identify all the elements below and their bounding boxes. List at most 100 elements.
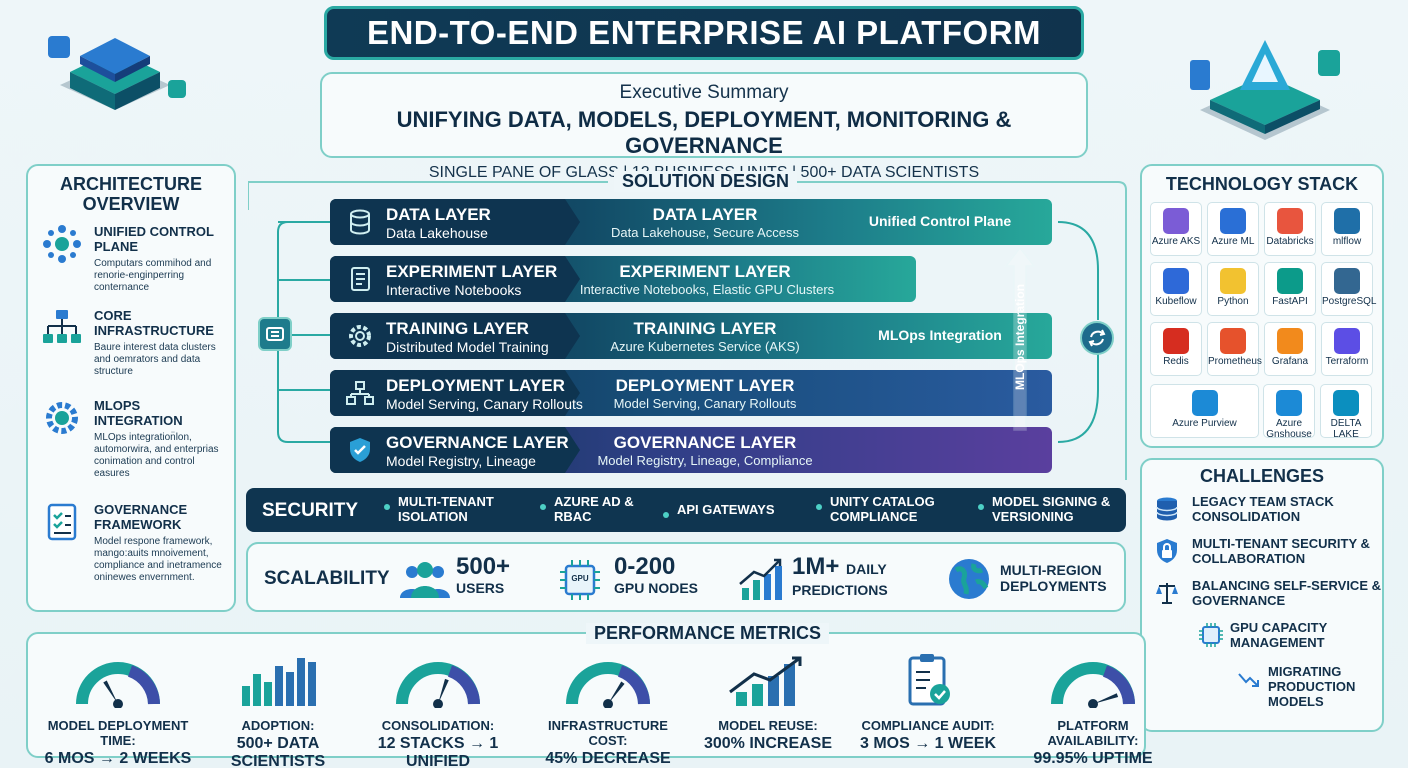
tech-logo-icon [1191,390,1218,416]
scalability-caption: DEPLOYMENTS [1000,578,1107,594]
scalability-gpu: 0-200 GPU NODES [614,553,698,597]
arch-item-mlops: MLOPS INTEGRATION MLOps integration̈lon,… [42,398,232,480]
layer-sub: Interactive Notebooks [386,282,522,298]
gpu-icon [560,560,600,600]
tech-tile: Azure AKS [1150,202,1202,256]
tech-name: Python [1217,296,1249,307]
metric-tile: MODEL DEPLOYMENT TIME: 6 MOS → 2 WEEKS [38,652,198,768]
layer-experiment[interactable]: EXPERIMENT LAYER Interactive Notebooks E… [330,256,916,302]
layer-name: DATA LAYER [386,205,491,224]
layer-name-detail: DATA LAYER [652,205,758,224]
metric-value: 300% INCREASE [703,735,833,752]
growth-chart-icon [729,656,802,706]
tech-name: FastAPI [1272,296,1308,307]
executive-summary-label: Executive Summary [619,82,789,103]
tech-logo-icon [1220,268,1246,294]
layer-sub: Model Serving, Canary Rollouts [386,396,583,412]
metric-tile: COMPLIANCE AUDIT: 3 MOS → 1 WEEK [848,652,1008,753]
security-item: AZURE AD & RBAC [540,494,634,524]
tech-name: Databricks [1266,236,1314,247]
tech-logo-icon [1163,328,1189,354]
security-bar: SECURITY MULTI-TENANT ISOLATION AZURE AD… [246,488,1126,532]
tech-tile: Azure Gnshouse [1263,384,1315,440]
metric-tile: PLATFORM AVAILABILITY:99.95% UPTIME [1013,652,1173,768]
tech-logo-icon [1220,328,1246,354]
arch-item-core-infra: CORE INFRASTRUCTURE Baure interest data … [42,308,232,378]
scalability-value: 0-200 [614,553,676,580]
hierarchy-icon [43,310,81,343]
arch-item-governance: GOVERNANCE FRAMEWORK Model respone frame… [42,502,232,584]
globe-icon [949,559,989,599]
layer-lead-segment [330,256,580,302]
performance-metrics-title: PERFORMANCE METRICS [586,623,830,644]
metric-value: 6 MOS → 2 WEEKS [44,750,192,767]
tech-name: mlflow [1332,236,1362,247]
layer-hub-icon [258,317,292,351]
layer-data[interactable]: DATA LAYER Data Lakehouse DATA LAYER Dat… [330,199,1052,245]
challenge-item: LEGACY TEAM STACK CONSOLIDATION [1154,494,1382,524]
bar-chart-icon [242,658,316,706]
layer-name: GOVERNANCE LAYER [386,433,569,452]
tech-logo-icon [1220,208,1246,234]
migrate-arrows-icon [1238,673,1259,687]
scalability-caption: PREDICTIONS [792,582,888,598]
layer-deployment[interactable]: DEPLOYMENT LAYER Model Serving, Canary R… [330,370,1052,416]
layer-lead-segment [330,427,580,473]
layer-name: DEPLOYMENT LAYER [386,376,565,395]
gear-icon [46,402,78,434]
lock-icon [1157,539,1177,563]
tech-tile: Grafana [1264,322,1316,376]
challenge-item: MULTI-TENANT SECURITY & COLLABORATION [1154,536,1382,566]
layer-sub-detail: Interactive Notebooks, Elastic GPU Clust… [579,282,835,297]
arch-item-desc: Baure interest data clusters and oemrato… [94,342,216,377]
tech-tile: Prometheus [1207,322,1262,376]
challenge-text: BALANCING SELF-SERVICE & GOVERNANCE [1192,578,1381,608]
arch-item-heading: MLOPS INTEGRATION [94,398,183,428]
growth-chart-icon [739,558,782,600]
server-stack-illustration [48,36,186,110]
notebook-icon [351,267,370,291]
metric-label: COMPLIANCE AUDIT: [861,718,995,733]
layer-name-detail: GOVERNANCE LAYER [613,433,797,452]
layer-lead-segment [330,313,580,359]
tech-name: Kubeflow [1155,296,1197,307]
technology-stack-title: TECHNOLOGY STACK [1165,174,1359,194]
tech-name: Prometheus [1208,356,1262,367]
arch-item-desc: Computars commihod and renorie-enginperr… [94,258,212,293]
metric-label: CONSOLIDATION: [381,718,495,733]
scalability-caption: USERS [456,580,505,596]
tech-tile: Databricks [1264,202,1316,256]
stack-icon [1156,497,1178,521]
tech-tile: Python [1207,262,1259,316]
scalability-value: 500+ [456,553,511,580]
metric-label: MODEL DEPLOYMENT TIME: [47,718,189,748]
technology-stack-panel: TECHNOLOGY STACK Azure AKS Azure ML Databr… [1140,164,1384,448]
tech-name: Grafana [1271,356,1309,367]
challenges-panel: CHALLENGES LEGACY TEAM STACK CONSOLIDATI… [1140,458,1384,732]
metric-label: MODEL REUSE: [718,718,818,733]
layer-governance[interactable]: GOVERNANCE LAYER Model Registry, Lineage… [330,427,1052,473]
security-item: MULTI-TENANT ISOLATION [384,494,518,524]
tech-logo-icon [1333,390,1359,416]
challenge-item: BALANCING SELF-SERVICE & GOVERNANCE [1154,578,1382,608]
tech-logo-icon [1277,268,1303,294]
tech-tile: PostgreSQL [1321,262,1376,316]
tech-name: Azure ML [1211,236,1255,247]
deploy-icon [346,381,374,405]
tech-tile: Azure Purview [1150,384,1259,438]
tech-tile: FastAPI [1264,262,1316,316]
solution-design-title: SOLUTION DESIGN [614,171,798,192]
layer-sub: Distributed Model Training [386,339,549,355]
scalability-predictions: 1M+ DAILY PREDICTIONS [792,554,888,599]
executive-summary: Executive Summary UNIFYING DATA, MODELS,… [320,72,1088,181]
network-hub-icon [43,225,81,263]
chip-icon [1199,623,1223,647]
tech-logo-icon [1334,328,1360,354]
mlops-vertical-label: MLOps Integration [1013,284,1027,390]
arch-item-desc: Model respone framework, mango:auits mno… [94,536,222,583]
metric-value: 3 MOS → 1 WEEK [859,735,997,752]
challenge-item: MIGRATING PRODUCTION MODELS [1236,664,1376,709]
layer-training[interactable]: TRAINING LAYER Distributed Model Trainin… [330,313,1052,359]
tech-logo-icon [1334,208,1360,234]
security-item: UNITY CATALOG COMPLIANCE [816,494,950,524]
